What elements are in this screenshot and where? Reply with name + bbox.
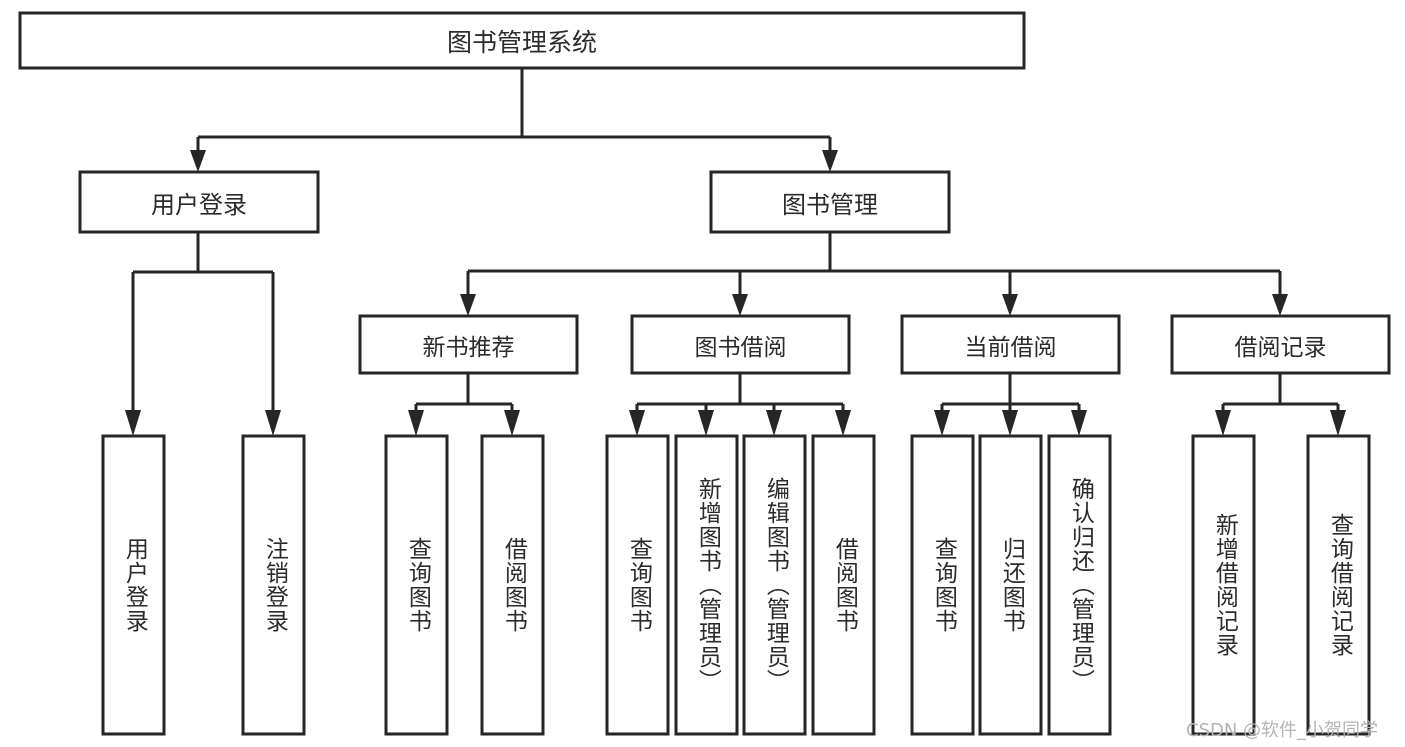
arrow-book-borrow	[732, 294, 748, 316]
node-borrow-record-box[interactable]	[1170, 314, 1391, 375]
arrow-user-login	[190, 150, 206, 172]
node-root-box[interactable]	[18, 11, 1026, 70]
arrow-currentborrow-leaf-3	[1071, 410, 1087, 436]
arrow-bookborrow-leaf-2	[698, 410, 714, 436]
leaf-box-current-query[interactable]	[910, 434, 975, 736]
arrow-currentborrow-leaf-1	[934, 410, 950, 436]
arrow-borrow-record	[1272, 294, 1288, 316]
leaf-box-user-login[interactable]	[101, 434, 166, 736]
leaf-box-borrow-add[interactable]	[674, 434, 739, 736]
arrow-new-book	[460, 294, 476, 316]
edges-layer	[125, 68, 1346, 436]
arrow-newbook-leaf-1	[408, 410, 424, 436]
leaf-box-current-confirm[interactable]	[1047, 434, 1112, 736]
node-book-borrow-box[interactable]	[630, 314, 851, 375]
leaf-box-record-query[interactable]	[1306, 434, 1371, 736]
arrow-bookborrow-leaf-3	[766, 410, 782, 436]
arrow-bookborrow-leaf-4	[835, 410, 851, 436]
leaf-box-record-add[interactable]	[1191, 434, 1256, 736]
arrow-borrowrecord-leaf-1	[1215, 410, 1231, 436]
leaf-box-borrow-query[interactable]	[605, 434, 670, 736]
leaf-box-logout[interactable]	[241, 434, 306, 736]
nodes-layer	[18, 11, 1391, 736]
leaf-box-borrow-edit[interactable]	[742, 434, 807, 736]
arrow-newbook-leaf-2	[504, 410, 520, 436]
node-new-book-recommend-box[interactable]	[358, 314, 579, 375]
arrow-bookborrow-leaf-1	[629, 410, 645, 436]
node-current-borrow-box[interactable]	[900, 314, 1121, 375]
leaf-box-newbook-query[interactable]	[384, 434, 449, 736]
arrow-book-mgmt	[822, 150, 838, 172]
leaf-box-current-return[interactable]	[978, 434, 1043, 736]
node-user-login-box[interactable]	[78, 170, 320, 234]
arrow-currentborrow-leaf-2	[1002, 410, 1018, 436]
arrow-current-borrow	[1002, 294, 1018, 316]
arrow-leaf-user-login	[125, 410, 141, 436]
node-book-management-box[interactable]	[709, 170, 951, 234]
leaf-box-newbook-borrow[interactable]	[480, 434, 545, 736]
leaf-box-borrow-lend[interactable]	[811, 434, 876, 736]
arrow-borrowrecord-leaf-2	[1330, 410, 1346, 436]
arrow-leaf-logout	[265, 410, 281, 436]
